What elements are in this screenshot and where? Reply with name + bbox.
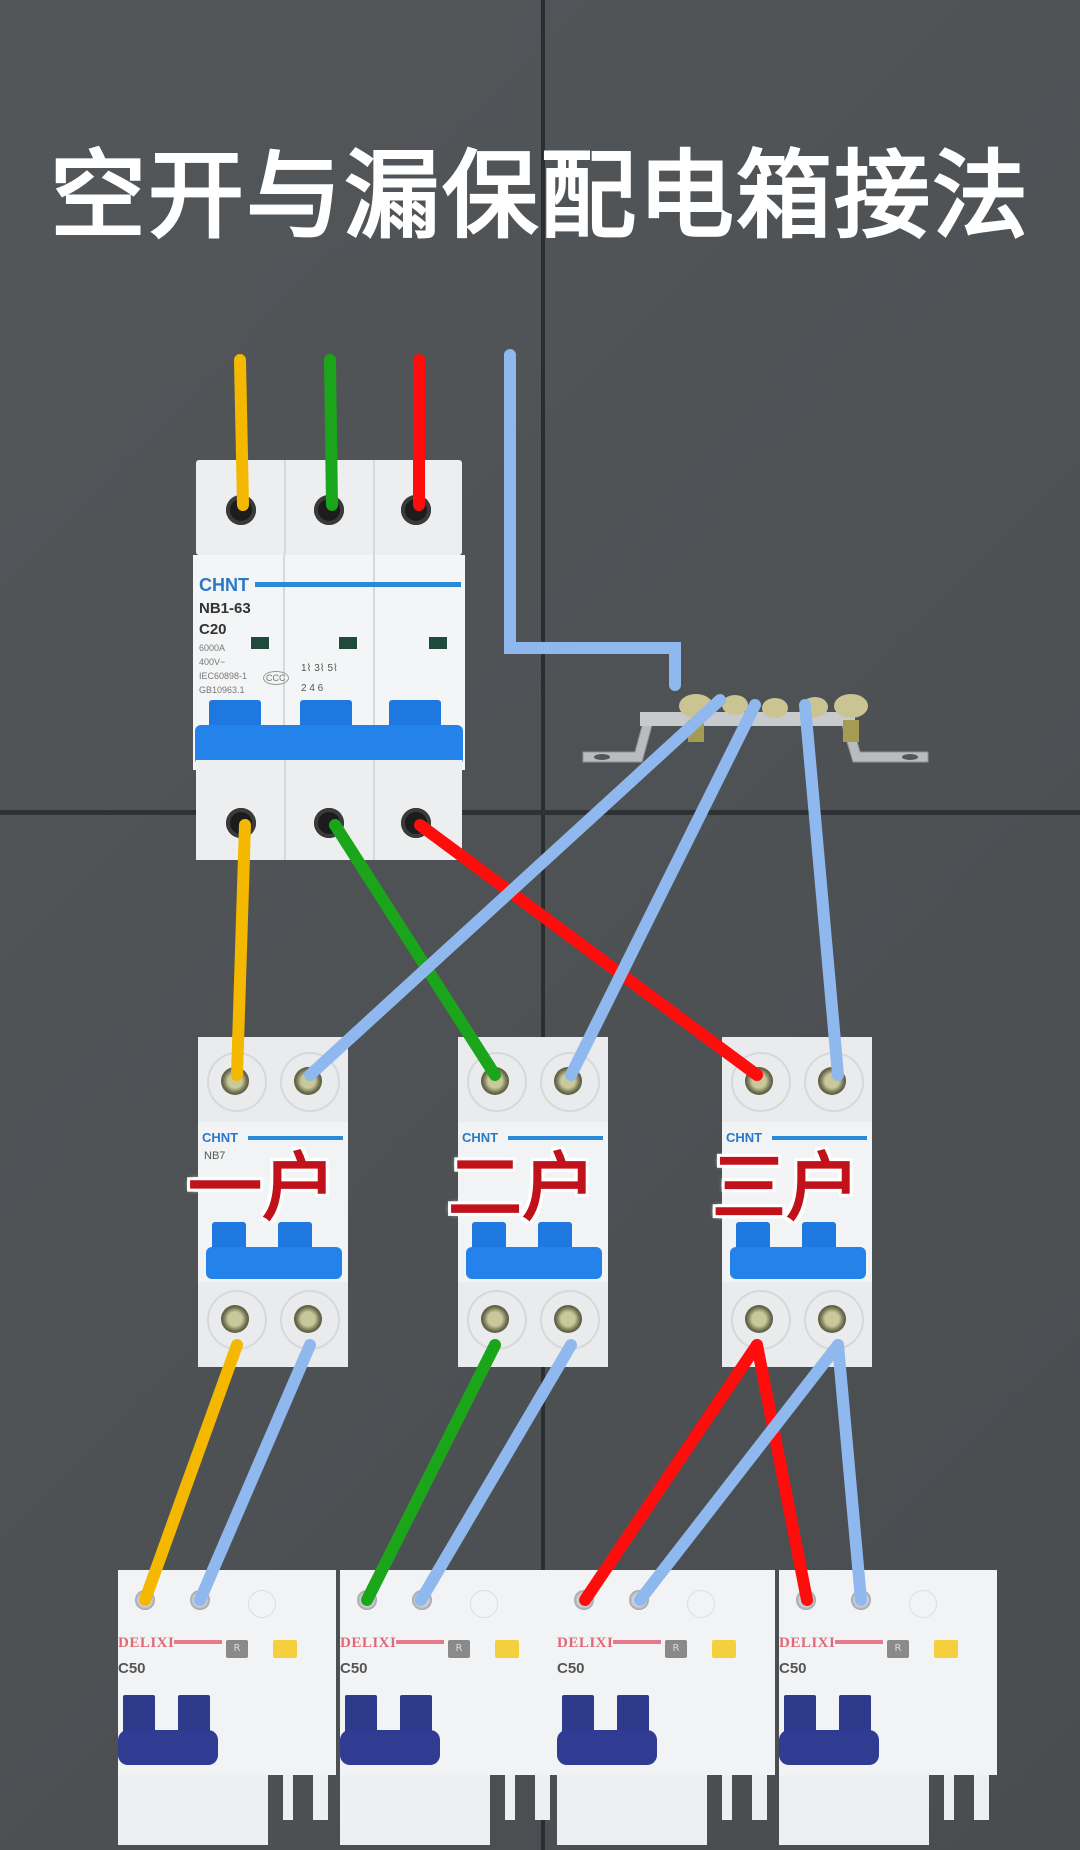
household-label-1: 一户 [188,1145,336,1231]
terminal-l3-in[interactable] [401,495,431,525]
bus-screw[interactable] [722,695,748,715]
terminal-screw[interactable] [818,1067,846,1095]
main-breaker-top-terminals [196,460,462,555]
terminal-screw[interactable] [294,1067,322,1095]
terminal-screw[interactable] [554,1305,582,1333]
terminal-screw[interactable] [481,1067,509,1095]
main-breaker-bottom-terminals [196,760,462,860]
status-indicator [429,637,447,649]
terminal-l1-out[interactable] [226,808,256,838]
status-indicator [339,637,357,649]
test-button[interactable] [495,1640,519,1658]
rcbo-toggle-bar[interactable] [340,1730,440,1765]
terminal-screw[interactable] [221,1305,249,1333]
model-label: NB1-63 [199,600,251,617]
page-title: 空开与漏保配电箱接法 [50,140,1030,252]
bus-screw[interactable] [802,697,828,717]
rating-label: C50 [340,1660,368,1677]
reset-button[interactable]: R [665,1640,687,1658]
rating-label: C50 [557,1660,585,1677]
main-breaker-toggle-bar[interactable] [195,725,463,765]
terminal-screw[interactable] [190,1590,210,1610]
terminal-screw[interactable] [818,1305,846,1333]
standard-label-2: GB10963.1 [199,685,245,695]
terminal-screw[interactable] [481,1305,509,1333]
terminal-screw[interactable] [574,1590,594,1610]
rcbo-2[interactable]: DELIXI C50 R [340,1570,558,1845]
terminal-l2-out[interactable] [314,808,344,838]
rcbo-toggle-bar[interactable] [779,1730,879,1765]
brand-logo: DELIXI [779,1635,836,1651]
rating-label: C50 [118,1660,146,1677]
terminal-screw[interactable] [221,1067,249,1095]
tile-seam-horizontal [0,810,1080,815]
brand-logo: CHNT [199,575,249,595]
toggle-bar[interactable] [466,1247,602,1279]
terminal-screw[interactable] [357,1590,377,1610]
household-label-3: 三户 [712,1145,860,1231]
main-breaker-body: CHNT NB1-63 C20 6000A 400V~ IEC60898-1 G… [193,555,465,770]
model-label: NB7 [204,1150,226,1162]
status-indicator [251,637,269,649]
brand-logo: CHNT [726,1130,763,1145]
rcbo-4[interactable]: DELIXI C50 R [779,1570,997,1845]
terminal-screw[interactable] [745,1305,773,1333]
test-button[interactable] [934,1640,958,1658]
test-button[interactable] [712,1640,736,1658]
terminal-l2-in[interactable] [314,495,344,525]
reset-button[interactable]: R [448,1640,470,1658]
terminal-screw[interactable] [851,1590,871,1610]
bus-screw[interactable] [762,698,788,718]
rating-label: C50 [779,1660,807,1677]
brand-logo: DELIXI [340,1635,397,1651]
rcbo-3[interactable]: DELIXI C50 R [557,1570,775,1845]
reset-button[interactable]: R [887,1640,909,1658]
neutral-bus-bar[interactable] [580,670,940,770]
terminal-screw[interactable] [796,1590,816,1610]
brand-logo: DELIXI [557,1635,614,1651]
test-button[interactable] [273,1640,297,1658]
reset-button[interactable]: R [226,1640,248,1658]
toggle-bar[interactable] [730,1247,866,1279]
terminal-screw[interactable] [135,1590,155,1610]
terminal-screw[interactable] [412,1590,432,1610]
brand-logo: CHNT [202,1130,239,1145]
rcbo-toggle-bar[interactable] [557,1730,657,1765]
brand-logo: DELIXI [118,1635,175,1651]
terminal-screw[interactable] [554,1067,582,1095]
rcbo-toggle-bar[interactable] [118,1730,218,1765]
rating-label: C20 [199,621,227,638]
household-label-2: 二户 [448,1145,596,1231]
terminal-screw[interactable] [745,1067,773,1095]
ccc-mark-icon: CCC [263,671,289,685]
brand-logo: CHNT [462,1130,499,1145]
capacity-label: 6000A [199,643,226,653]
terminal-screw[interactable] [629,1590,649,1610]
rcbo-1[interactable]: DELIXI C50 R [118,1570,336,1845]
terminal-screw[interactable] [294,1305,322,1333]
terminal-l3-out[interactable] [401,808,431,838]
toggle-bar[interactable] [206,1247,342,1279]
standard-label: IEC60898-1 [199,671,248,681]
terminal-l1-in[interactable] [226,495,256,525]
voltage-label: 400V~ [199,657,226,667]
main-3p-breaker[interactable]: CHNT NB1-63 C20 6000A 400V~ IEC60898-1 G… [193,460,465,860]
